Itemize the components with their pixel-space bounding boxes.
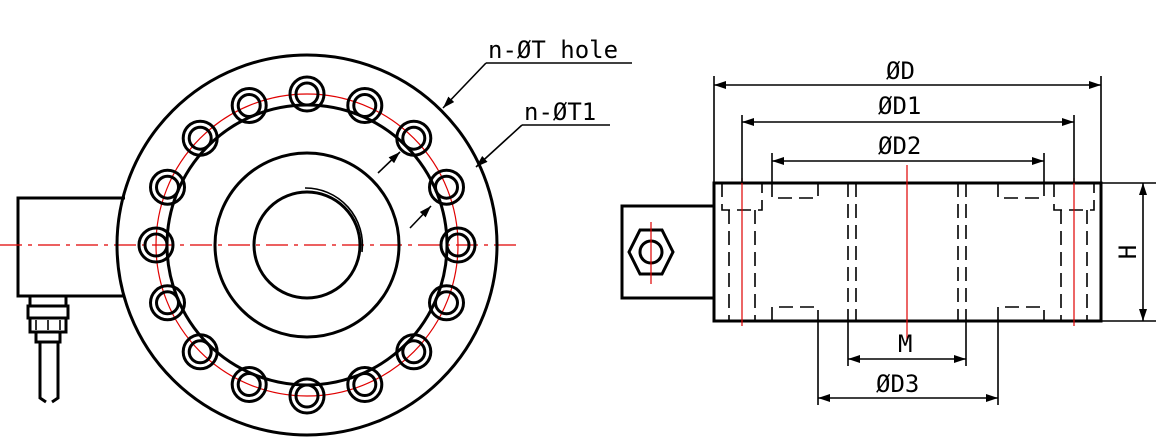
cable	[38, 342, 60, 404]
dim-m-label: M	[898, 330, 912, 358]
dim-d-label: ØD	[886, 57, 915, 85]
dim-d2-label: ØD2	[878, 132, 921, 160]
boss-ring	[213, 151, 401, 339]
bolt-hole	[230, 366, 268, 403]
bolt-hole	[288, 377, 326, 415]
bolt-hole	[346, 366, 384, 403]
dim-d1-label: ØD1	[878, 92, 921, 120]
thread-arc	[304, 187, 364, 253]
outer-flange	[115, 53, 499, 437]
center-bore	[252, 190, 362, 300]
hidden-lines	[721, 183, 1095, 321]
bolt-hole	[149, 284, 186, 322]
bolt-hole	[181, 119, 219, 157]
hole1-label: n-ØT1	[524, 98, 596, 126]
bolt-hole	[230, 87, 268, 124]
bolt-circle	[155, 93, 459, 397]
hex-nut	[627, 228, 675, 276]
bolt-hole	[395, 119, 433, 157]
bolt-hole	[181, 333, 219, 371]
side-view: ØD ØD1 ØD2 M ØD3 H	[620, 57, 1156, 405]
extension-lines	[713, 76, 1156, 405]
bolt-hole	[137, 226, 175, 264]
bolt-hole	[439, 226, 477, 264]
top-view: n-ØT hole n-ØT1	[0, 36, 632, 437]
bolt-holes	[137, 75, 477, 415]
bolt-hole	[346, 87, 384, 124]
cable-connector-box	[16, 196, 125, 298]
dimension-lines	[714, 81, 1147, 402]
dim-h-label: H	[1114, 245, 1142, 259]
cable-gland	[26, 294, 70, 344]
hole-label: n-ØT hole	[488, 36, 618, 64]
bolt-hole	[288, 75, 326, 113]
bolt-hole	[395, 333, 433, 371]
dim-d3-label: ØD3	[876, 370, 919, 398]
bolt-hole	[149, 168, 186, 206]
hole-callouts	[377, 62, 632, 229]
side-connector-block	[620, 204, 714, 300]
bolt-hole	[428, 168, 465, 206]
bolt-hole	[428, 284, 465, 322]
